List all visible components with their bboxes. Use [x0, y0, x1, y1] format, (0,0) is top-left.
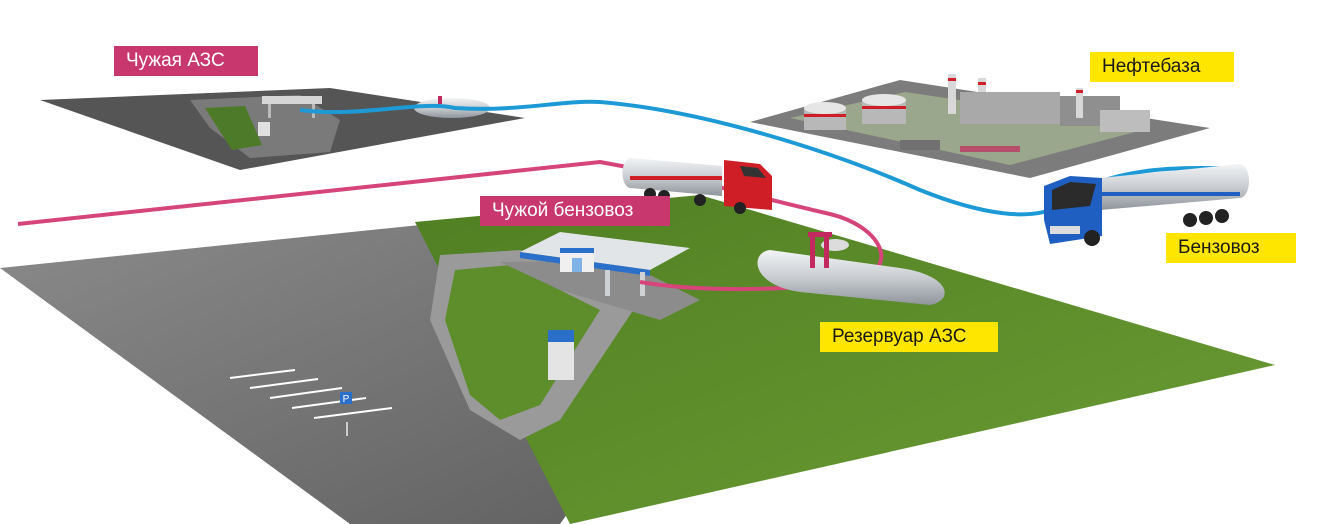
foreign-tanker-truck [622, 158, 772, 214]
storage-tank-1 [804, 102, 846, 130]
storage-tank-2 [862, 94, 906, 124]
foreign-station-block [40, 88, 525, 170]
label-station-tank: Резервуар АЗС [820, 322, 998, 352]
station-pylon [548, 330, 574, 390]
station-reservoir [757, 232, 945, 305]
label-foreign-tanker: Чужой бензовоз [480, 196, 670, 226]
tanker-truck [1044, 164, 1249, 246]
parking-sign-icon: P [343, 394, 350, 405]
main-ground [0, 195, 1275, 524]
label-foreign-station: Чужая АЗС [114, 46, 258, 76]
oil-depot-block [750, 74, 1210, 178]
label-tanker: Бензовоз [1166, 233, 1296, 263]
parking-sign: P [340, 392, 352, 436]
label-oil-depot: Нефтебаза [1090, 52, 1234, 82]
parking-lines [229, 369, 393, 419]
